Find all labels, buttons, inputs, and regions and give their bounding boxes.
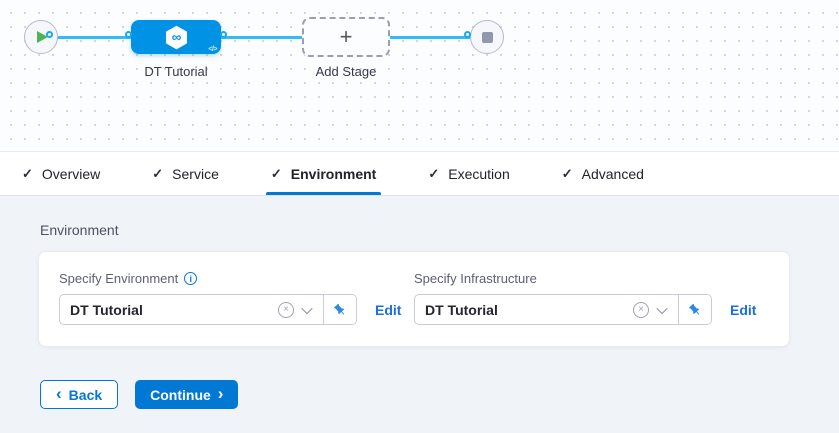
infrastructure-select-value[interactable]: DT Tutorial bbox=[425, 301, 498, 318]
fixed-value-pin-button[interactable] bbox=[323, 295, 356, 324]
tab-label: Service bbox=[172, 165, 219, 182]
pin-icon bbox=[688, 303, 700, 315]
pin-icon bbox=[333, 303, 345, 315]
play-icon bbox=[37, 31, 48, 43]
tab-service[interactable]: ✓ Service bbox=[152, 152, 219, 195]
environment-field-label: Specify Environment bbox=[59, 271, 179, 286]
environment-tab-content: Environment Specify Environment i DT Tut… bbox=[0, 196, 839, 409]
wizard-footer: ‹ Back Continue › bbox=[40, 380, 839, 409]
fixed-value-pin-button[interactable] bbox=[678, 295, 711, 324]
environment-select[interactable]: DT Tutorial × bbox=[59, 294, 357, 325]
end-node-connector[interactable] bbox=[464, 31, 471, 38]
section-title: Environment bbox=[40, 222, 119, 238]
check-icon: ✓ bbox=[270, 165, 282, 181]
stage-config-tabbar: ✓ Overview ✓ Service ✓ Environment ✓ Exe… bbox=[0, 152, 839, 196]
environment-edit-link[interactable]: Edit bbox=[375, 301, 402, 318]
tab-label: Environment bbox=[290, 165, 377, 182]
stage-right-connector[interactable] bbox=[220, 31, 227, 38]
environment-card: Specify Environment i DT Tutorial × Edit bbox=[38, 251, 790, 347]
infrastructure-edit-link[interactable]: Edit bbox=[730, 301, 757, 318]
back-button[interactable]: ‹ Back bbox=[40, 380, 119, 409]
environment-select-value[interactable]: DT Tutorial bbox=[70, 301, 143, 318]
clear-icon[interactable]: × bbox=[633, 301, 649, 318]
check-icon: ✓ bbox=[428, 165, 440, 181]
stop-icon bbox=[481, 31, 493, 43]
infrastructure-field-label: Specify Infrastructure bbox=[414, 271, 537, 286]
tab-label: Advanced bbox=[581, 165, 644, 182]
infrastructure-field-label-row: Specify Infrastructure bbox=[414, 271, 769, 286]
svg-text:∞: ∞ bbox=[171, 29, 181, 44]
chevron-down-icon[interactable] bbox=[656, 302, 668, 314]
tab-label: Overview bbox=[41, 165, 101, 182]
tab-label: Execution bbox=[448, 165, 510, 182]
chevron-right-icon: › bbox=[217, 384, 224, 403]
tab-environment[interactable]: ✓ Environment bbox=[265, 152, 382, 195]
pipeline-start-node[interactable] bbox=[24, 20, 58, 54]
add-stage-label: Add Stage bbox=[315, 64, 377, 79]
check-icon: ✓ bbox=[22, 165, 33, 181]
clear-icon[interactable]: × bbox=[278, 301, 294, 318]
chevron-down-icon[interactable] bbox=[301, 302, 313, 314]
pipeline-canvas: ∞ </> DT Tutorial + Add Stage bbox=[0, 0, 839, 152]
flow-line bbox=[50, 36, 474, 39]
tab-advanced[interactable]: ✓ Advanced bbox=[562, 152, 644, 195]
continue-button[interactable]: Continue › bbox=[135, 380, 239, 409]
code-badge-icon: </> bbox=[208, 46, 217, 53]
plus-icon: + bbox=[339, 24, 353, 49]
environment-field-label-row: Specify Environment i bbox=[59, 271, 414, 286]
check-icon: ✓ bbox=[561, 165, 573, 181]
add-stage-button[interactable]: + bbox=[302, 17, 390, 57]
tab-overview[interactable]: ✓ Overview bbox=[22, 152, 100, 195]
environment-field: Specify Environment i DT Tutorial × Edit bbox=[59, 271, 414, 325]
stage-left-connector[interactable] bbox=[125, 31, 132, 38]
check-icon: ✓ bbox=[152, 165, 164, 181]
stage-label: DT Tutorial bbox=[144, 64, 208, 79]
pipeline-end-node[interactable] bbox=[470, 20, 504, 54]
infrastructure-field: Specify Infrastructure DT Tutorial × Edi… bbox=[414, 271, 769, 325]
deploy-hexagon-icon: ∞ bbox=[165, 25, 187, 49]
chevron-left-icon: ‹ bbox=[56, 384, 62, 403]
start-node-connector[interactable] bbox=[46, 31, 53, 38]
stage-node-dt-tutorial[interactable]: ∞ </> bbox=[125, 20, 227, 54]
infrastructure-select[interactable]: DT Tutorial × bbox=[414, 294, 712, 325]
info-icon[interactable]: i bbox=[184, 272, 198, 285]
tab-execution[interactable]: ✓ Execution bbox=[428, 152, 509, 195]
